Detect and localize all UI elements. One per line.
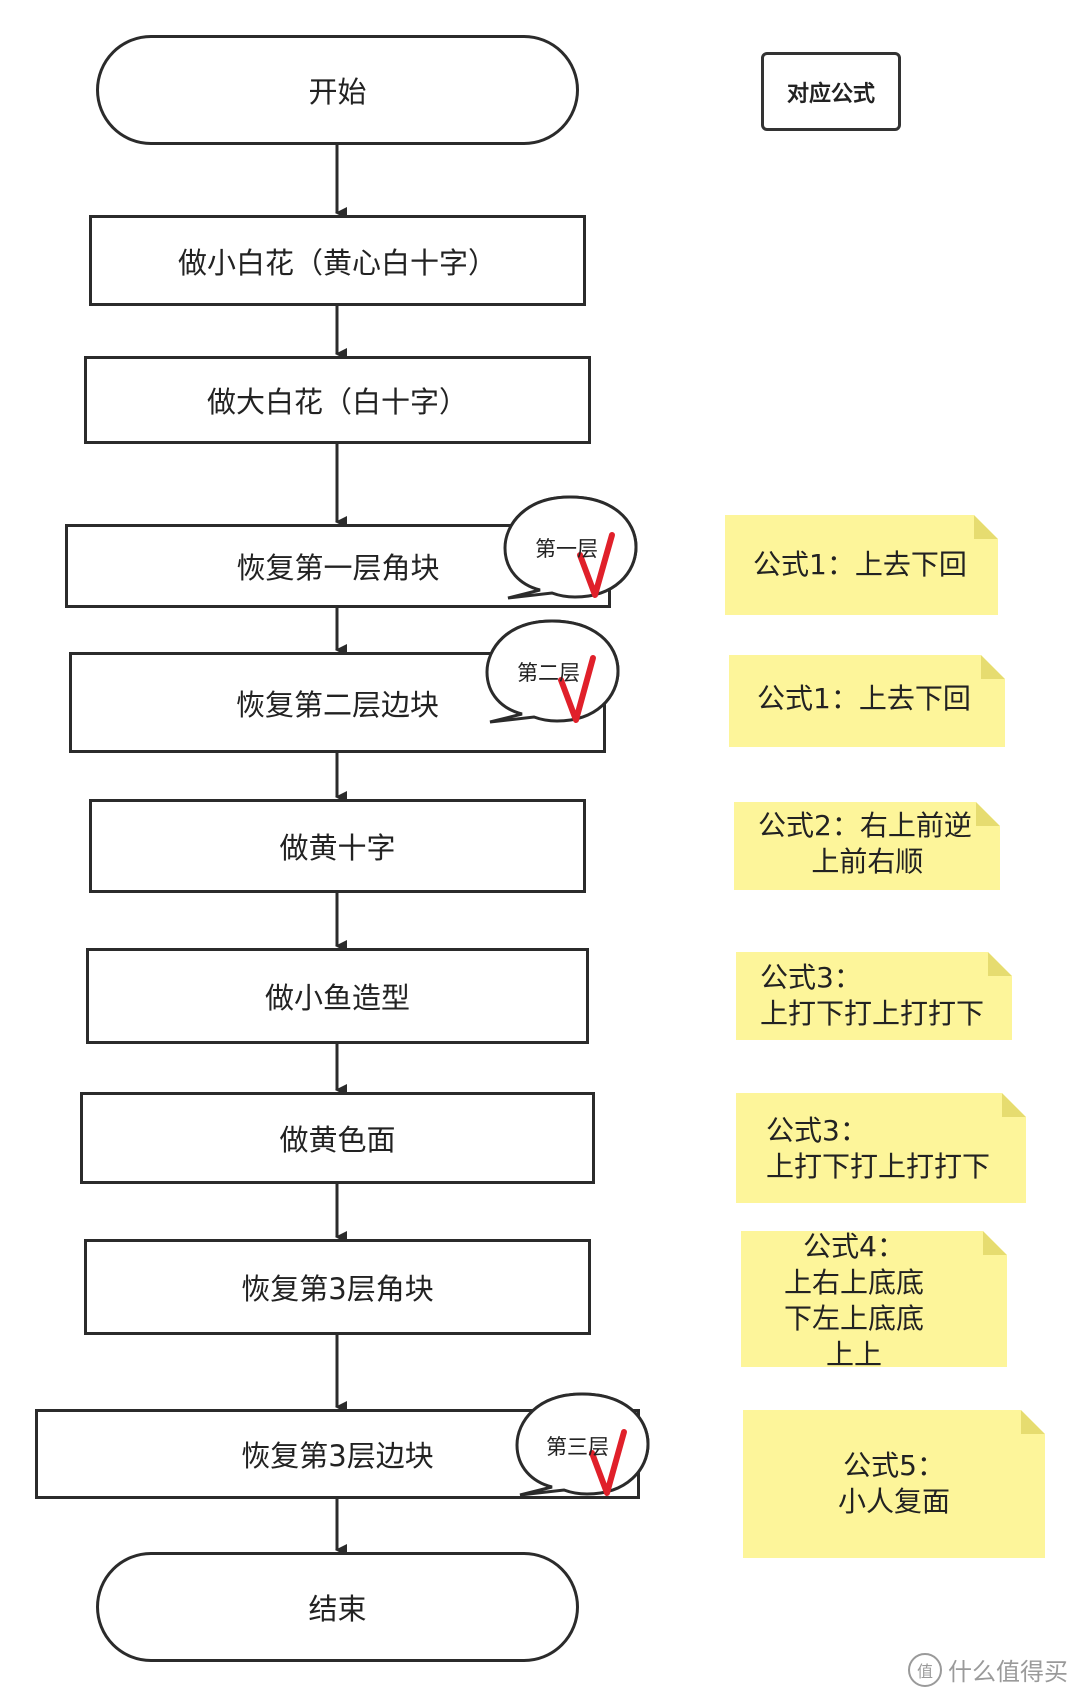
formula-note-2: 公式1：上去下回 — [729, 655, 1005, 747]
step-third-layer-corners: 恢复第3层角块 — [84, 1239, 591, 1335]
start-label: 开始 — [308, 75, 367, 109]
step-label: 恢复第3层角块 — [241, 1272, 434, 1306]
note-text: 公式5： 小人复面 — [837, 1449, 950, 1518]
step-label: 恢复第二层边块 — [235, 687, 439, 722]
step-big-white-flower: 做大白花（白十字） — [84, 356, 591, 444]
legend-label: 对应公式 — [786, 81, 875, 107]
step-small-white-flower: 做小白花（黄心白十字） — [89, 215, 586, 306]
step-label: 恢复第3层边块 — [241, 1439, 434, 1473]
step-yellow-cross: 做黄十字 — [89, 799, 586, 893]
step-label: 做大白花（白十字） — [206, 385, 468, 419]
note-text: 公式1：上去下回 — [757, 682, 971, 715]
note-text: 公式3： 上打下打上打打下 — [766, 1114, 991, 1183]
step-yellow-face: 做黄色面 — [80, 1092, 595, 1184]
step-first-layer-corners: 恢复第一层角块 — [65, 524, 611, 608]
start-node: 开始 — [96, 35, 579, 145]
watermark-text: 什么值得买 — [948, 1658, 1068, 1686]
step-label: 做小鱼造型 — [264, 981, 410, 1015]
note-text: 公式4： 上右上底底 下左上底底 上上 — [783, 1230, 924, 1371]
formula-note-7: 公式5： 小人复面 — [743, 1410, 1045, 1558]
formula-note-4: 公式3： 上打下打上打打下 — [736, 952, 1012, 1040]
bubble-label-layer2: 第二层 — [517, 661, 580, 685]
bubble-label-layer3: 第三层 — [546, 1435, 609, 1459]
formula-note-6: 公式4： 上右上底底 下左上底底 上上 — [741, 1231, 1007, 1367]
step-label: 恢复第一层角块 — [236, 551, 440, 585]
step-fish-shape: 做小鱼造型 — [86, 948, 589, 1044]
legend-box: 对应公式 — [761, 52, 901, 131]
formula-note-3: 公式2：右上前逆 上前右顺 — [734, 802, 1000, 890]
formula-note-5: 公式3： 上打下打上打打下 — [736, 1093, 1026, 1203]
watermark-logo-icon: 值 — [908, 1652, 942, 1687]
end-label: 结束 — [308, 1592, 367, 1626]
watermark: 值 什么值得买 — [908, 1652, 1068, 1687]
step-label: 做小白花（黄心白十字） — [177, 245, 497, 280]
end-node: 结束 — [96, 1552, 579, 1662]
note-text: 公式3： 上打下打上打打下 — [760, 961, 985, 1030]
step-label: 做黄十字 — [279, 831, 396, 865]
note-text: 公式1：上去下回 — [753, 548, 967, 581]
note-text: 公式2：右上前逆 上前右顺 — [758, 809, 972, 878]
formula-note-1: 公式1：上去下回 — [725, 515, 998, 615]
step-label: 做黄色面 — [279, 1123, 396, 1157]
bubble-label-layer1: 第一层 — [535, 537, 598, 561]
